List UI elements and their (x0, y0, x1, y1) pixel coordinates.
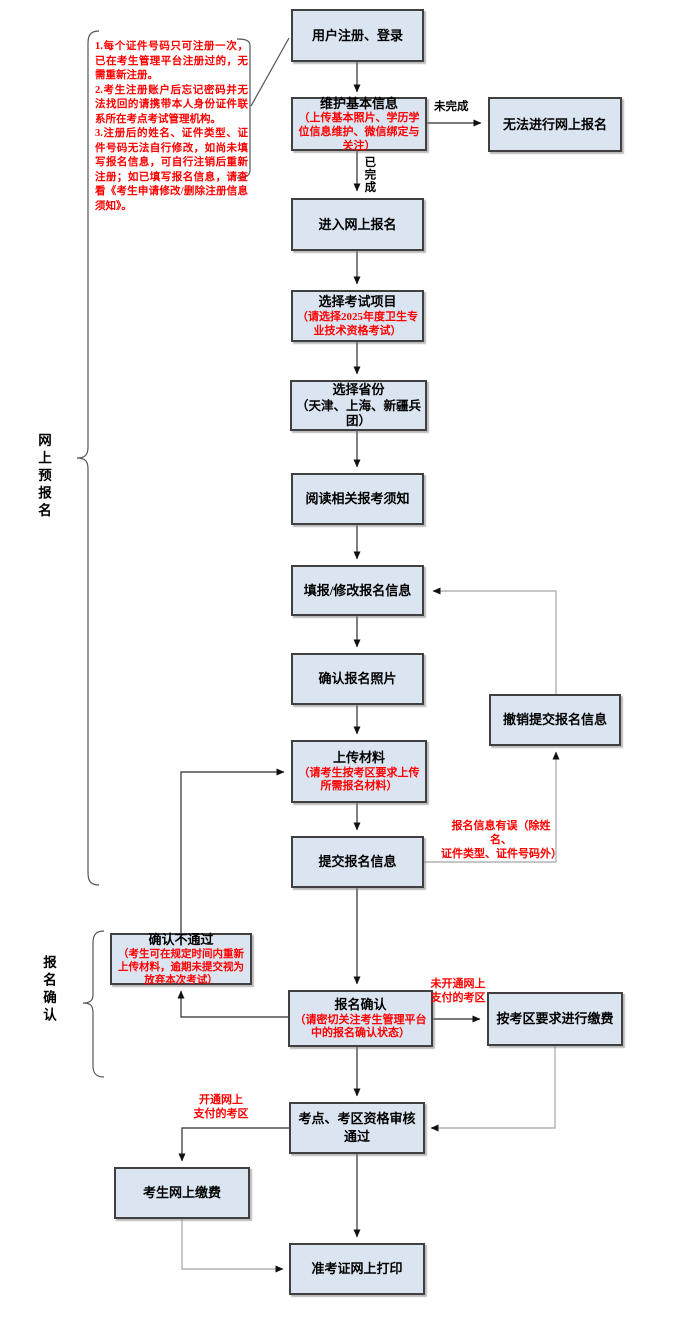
box-title: 报名确认 (334, 996, 387, 1012)
box-title: 提交报名信息 (318, 854, 397, 870)
box-title: 选择省份 (332, 382, 385, 398)
flow-box-maintain-info: 维护基本信息 （上传基本照片、学历学位信息维护、微信绑定与关注） (291, 95, 427, 152)
note-item-1: 1.每个证件号码只可注册一次，已在考生管理平台注册过的，无需重新注册。 (95, 41, 248, 81)
flow-box-upload-materials: 上传材料 （请考生按考区要求上传所需报名材料） (291, 740, 427, 803)
box-title: 无法进行网上报名 (502, 116, 607, 132)
flow-box-user-register: 用户注册、登录 (291, 9, 424, 62)
flow-box-online-pay: 考生网上缴费 (114, 1167, 250, 1219)
brace-pre-registration (76, 30, 100, 886)
box-title: 用户注册、登录 (311, 27, 403, 43)
box-title: 阅读相关报考须知 (305, 491, 410, 507)
flow-box-confirm-photo: 确认报名照片 (291, 653, 424, 705)
arrow-fail-to-upload (180, 768, 285, 933)
note-item-3: 3.注册后的姓名、证件类型、证件号码无法自行修改，如尚未填写报名信息，可自行注销… (95, 128, 248, 212)
note-item-2: 2.考生注册账户后忘记密码并无法找回的请携带本人身份证件联系所在考点考试管理机构… (95, 84, 248, 125)
group-label-registration-confirm: 报名确认 (41, 955, 56, 1025)
box-title: 确认报名照片 (318, 671, 397, 687)
box-subtitle: （请密切关注考生管理平台中的报名确认状态） (294, 1013, 427, 1040)
flow-box-select-exam: 选择考试项目 （请选择2025年度卫生专业技术资格考试） (291, 290, 424, 342)
flow-box-select-province: 选择省份 （天津、上海、新疆兵团） (290, 380, 427, 431)
box-title: 准考证网上打印 (311, 1261, 403, 1277)
box-subtitle: （请考生按考区要求上传所需报名材料） (298, 766, 420, 793)
registration-note: 1.每个证件号码只可注册一次，已在考生管理平台注册过的，无需重新注册。 2.考生… (95, 40, 248, 214)
flow-box-fill-modify: 填报/修改报名信息 (291, 565, 424, 616)
box-subtitle: （天津、上海、新疆兵团） (295, 398, 421, 429)
flow-box-site-review: 考点、考区资格审核通过 (289, 1102, 425, 1154)
edge-label-done: 已完成 (363, 156, 376, 194)
flow-box-confirm-fail: 确认不通过 （考生可在规定时间内重新上传材料，逾期未提交视为放弃本次考试） (110, 931, 252, 987)
box-subtitle: （请选择2025年度卫生专业技术资格考试） (297, 311, 418, 337)
flow-box-cannot-online: 无法进行网上报名 (488, 97, 622, 152)
flow-box-enter-online: 进入网上报名 (291, 198, 424, 251)
box-title: 按考区要求进行缴费 (496, 1011, 614, 1027)
edge-label-no-online-pay-region: 未开通网上 支付的考区 (430, 978, 486, 1004)
box-title: 确认不通过 (148, 931, 214, 947)
flow-box-pay-per-region: 按考区要求进行缴费 (487, 992, 623, 1046)
box-title: 考点、考区资格审核通过 (298, 1111, 416, 1144)
box-title: 上传材料 (332, 749, 385, 765)
arrow-regconfirm-to-fail (177, 990, 288, 1018)
arrow-revoke-to-fill (432, 587, 557, 694)
flow-box-print-ticket: 准考证网上打印 (289, 1243, 425, 1295)
box-title: 考生网上缴费 (142, 1185, 221, 1201)
edge-label-online-pay-region: 开通网上 支付的考区 (193, 1094, 249, 1120)
edge-label-info-error: 报名信息有误（除姓名、 证件类型、证件号码外） (441, 820, 562, 860)
flow-box-submit-info: 提交报名信息 (291, 836, 424, 888)
annotation-right-bracket (236, 38, 251, 179)
box-title: 填报/修改报名信息 (303, 582, 412, 598)
box-title: 维护基本信息 (319, 95, 398, 111)
arrow-submit-to-revoke (424, 751, 560, 863)
annotation-callout-line (250, 37, 290, 107)
box-title: 进入网上报名 (318, 216, 397, 232)
box-title: 选择考试项目 (318, 294, 397, 310)
group-label-pre-registration: 网上预报名 (36, 433, 51, 521)
edge-label-not-done: 未完成 (434, 101, 469, 113)
flow-box-read-notice: 阅读相关报考须知 (291, 473, 424, 525)
brace-registration-confirm (82, 930, 105, 1078)
arrow-onlinepay-to-print (181, 1219, 284, 1273)
flow-box-revoke-submit: 撤销提交报名信息 (489, 694, 621, 746)
box-title: 撤销提交报名信息 (502, 712, 607, 728)
arrow-pay-to-review (430, 1046, 556, 1132)
flow-box-reg-confirm: 报名确认 （请密切关注考生管理平台中的报名确认状态） (288, 990, 433, 1047)
box-subtitle: （考生可在规定时间内重新上传材料，逾期未提交视为放弃本次考试） (118, 949, 244, 987)
box-subtitle: （上传基本照片、学历学位信息维护、微信绑定与关注） (298, 112, 420, 152)
arrow-review-to-onlinepay (178, 1127, 289, 1162)
